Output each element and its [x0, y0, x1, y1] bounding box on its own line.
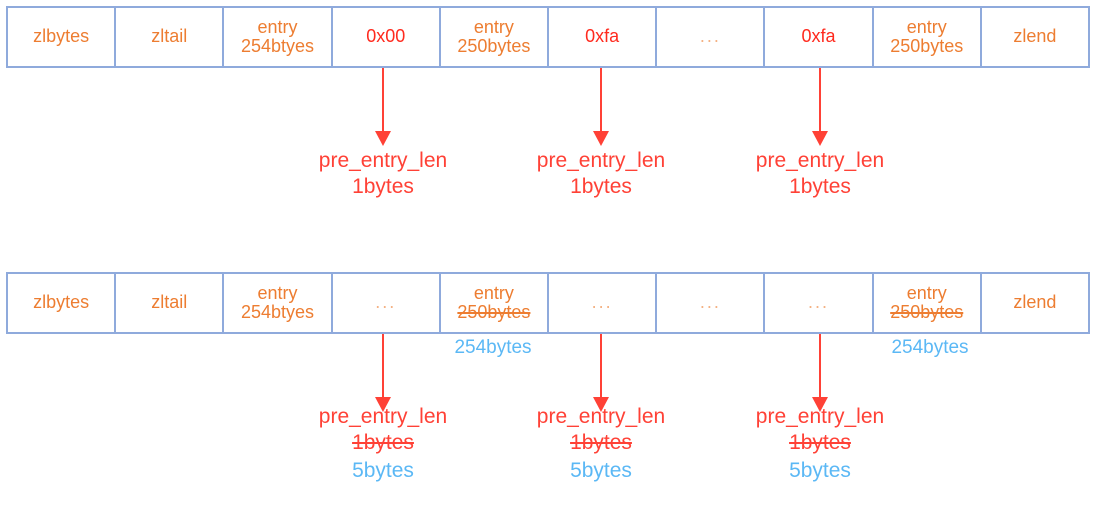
entry-size-note-a: 254bytes	[454, 337, 532, 358]
cell-line-1: entry	[473, 16, 514, 37]
pointer-arrow-1b	[591, 68, 611, 146]
pointer-arrow-2c	[810, 334, 830, 412]
arrow-head	[375, 131, 391, 146]
pre-entry-len-size: 1bytes	[570, 175, 632, 199]
cell-line-1: ...	[699, 26, 721, 47]
cell-line-1: zlend	[1013, 26, 1057, 47]
ziplist2-cell-zlbytes: zlbytes	[8, 274, 117, 332]
cell-line-2: 250bytes	[457, 36, 531, 56]
pre-entry-len-new-size: 5bytes	[570, 458, 632, 482]
arrow-head	[593, 397, 609, 412]
cell-line-1: ...	[375, 292, 397, 313]
cell-line-1: entry	[257, 16, 298, 37]
cell-line-2: 254btyes	[240, 36, 315, 56]
arrow-shaft	[600, 68, 602, 131]
pre-entry-len-new-size: 5bytes	[352, 458, 414, 482]
ziplist-cell-zlend: zlend	[982, 8, 1088, 66]
arrow-shaft	[382, 68, 384, 131]
cell-line-1: zlbytes	[33, 26, 90, 47]
pre-entry-len-name: pre_entry_len	[318, 405, 448, 428]
pointer-arrow-2b	[591, 334, 611, 412]
ziplist-cell-prevlen-0xfa-b: 0xfa	[765, 8, 874, 66]
cell-line-2-struck: 250bytes	[457, 302, 531, 322]
pre-entry-len-label-1a: pre_entry_len 1bytes	[283, 148, 483, 201]
arrow-head	[812, 397, 828, 412]
ziplist-cell-prevlen-0x00: 0x00	[333, 8, 441, 66]
pre-entry-len-label-2a: pre_entry_len 1bytes 5bytes	[283, 404, 483, 485]
cell-line-1: entry	[257, 282, 298, 303]
arrow-shaft	[819, 334, 821, 397]
cell-line-1: 0x00	[366, 26, 406, 47]
cell-line-1: ...	[699, 292, 721, 313]
cell-line-1: zlbytes	[33, 292, 90, 313]
ziplist2-cell-ellipsis-c: ...	[657, 274, 766, 332]
pre-entry-len-label-1c: pre_entry_len 1bytes	[720, 148, 920, 201]
ziplist2-cell-zlend: zlend	[982, 274, 1088, 332]
cell-line-1: entry	[473, 282, 514, 303]
arrow-shaft	[382, 334, 384, 397]
pointer-arrow-1c	[810, 68, 830, 146]
ziplist2-cell-entry-250-b: entry 250bytes	[874, 274, 982, 332]
arrow-shaft	[600, 334, 602, 397]
pre-entry-len-label-2c: pre_entry_len 1bytes 5bytes	[720, 404, 920, 485]
pre-entry-len-size-struck: 1bytes	[570, 431, 632, 455]
pointer-arrow-1a	[373, 68, 393, 146]
pre-entry-len-new-size: 5bytes	[789, 458, 851, 482]
ziplist2-cell-ellipsis-b: ...	[549, 274, 658, 332]
arrow-head	[593, 131, 609, 146]
pre-entry-len-label-1b: pre_entry_len 1bytes	[501, 148, 701, 201]
arrow-head	[375, 397, 391, 412]
ziplist-cell-entry-250-b: entry 250bytes	[874, 8, 982, 66]
entry-size-note-b: 254bytes	[891, 337, 969, 358]
cell-line-1: entry	[906, 282, 947, 303]
cell-line-1: zlend	[1013, 292, 1057, 313]
ziplist2-cell-ellipsis-d: ...	[765, 274, 874, 332]
cell-line-1: 0xfa	[585, 26, 620, 47]
cell-line-1: zltail	[151, 26, 188, 47]
pre-entry-len-name: pre_entry_len	[536, 149, 666, 172]
cell-line-2-struck: 250bytes	[890, 302, 964, 322]
ziplist-cell-ellipsis-a: ...	[657, 8, 766, 66]
pre-entry-len-name: pre_entry_len	[318, 149, 448, 172]
ziplist-table-before: zlbytes zltail entry 254btyes 0x00 entry…	[6, 6, 1090, 68]
ziplist-table-after: zlbytes zltail entry 254btyes ... entry …	[6, 272, 1090, 334]
pre-entry-len-size: 1bytes	[352, 175, 414, 199]
pre-entry-len-name: pre_entry_len	[755, 405, 885, 428]
pre-entry-len-size: 1bytes	[789, 175, 851, 199]
pre-entry-len-size-struck: 1bytes	[789, 431, 851, 455]
ziplist-cell-entry-254: entry 254btyes	[224, 8, 333, 66]
pointer-arrow-2a	[373, 334, 393, 412]
pre-entry-len-name: pre_entry_len	[536, 405, 666, 428]
arrow-head	[812, 131, 828, 146]
cell-line-2: 250bytes	[890, 36, 964, 56]
ziplist-cell-zltail: zltail	[116, 8, 225, 66]
cell-line-1: zltail	[151, 292, 188, 313]
pre-entry-len-size-struck: 1bytes	[352, 431, 414, 455]
arrow-shaft	[819, 68, 821, 131]
cell-line-1: ...	[591, 292, 613, 313]
ziplist2-cell-zltail: zltail	[116, 274, 225, 332]
ziplist-cell-entry-250-a: entry 250bytes	[441, 8, 550, 66]
ziplist-cell-zlbytes: zlbytes	[8, 8, 117, 66]
ziplist2-cell-ellipsis-a: ...	[333, 274, 441, 332]
ziplist2-cell-entry-254: entry 254btyes	[224, 274, 333, 332]
pre-entry-len-name: pre_entry_len	[755, 149, 885, 172]
cell-line-1: ...	[808, 292, 830, 313]
ziplist2-cell-entry-250-a: entry 250bytes	[441, 274, 550, 332]
cell-line-2: 254btyes	[240, 302, 315, 322]
cell-line-1: entry	[906, 16, 947, 37]
cell-line-1: 0xfa	[801, 26, 836, 47]
ziplist-cell-prevlen-0xfa-a: 0xfa	[549, 8, 658, 66]
pre-entry-len-label-2b: pre_entry_len 1bytes 5bytes	[501, 404, 701, 485]
